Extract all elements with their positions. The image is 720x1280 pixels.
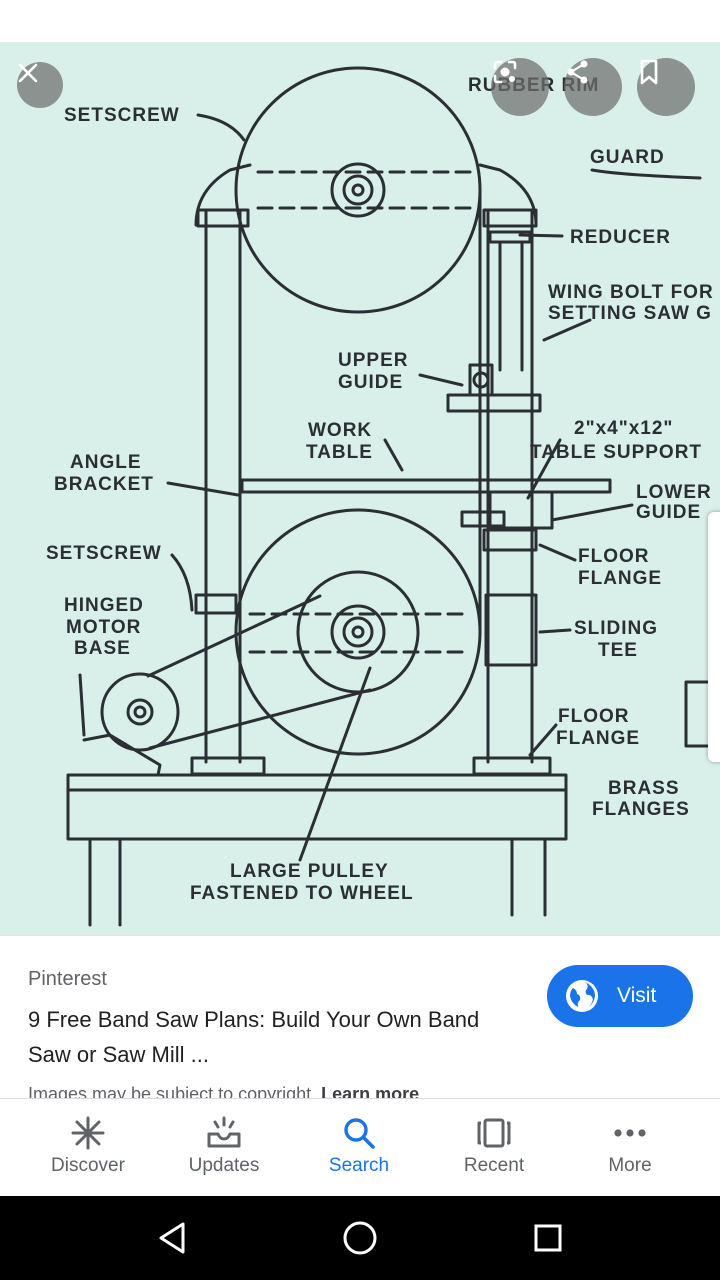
- image-preview[interactable]: SETSCREW RUBBER RIM GUARD REDUCER WING B…: [0, 42, 720, 935]
- result-title[interactable]: 9 Free Band Saw Plans: Build Your Own Ba…: [28, 1007, 480, 1067]
- close-icon: [18, 63, 38, 83]
- label-lower-guide-1: LOWER: [636, 482, 712, 503]
- label-floor-flange-top-2: FLANGE: [578, 568, 662, 589]
- home-circle-icon: [343, 1221, 377, 1255]
- nav-updates-label: Updates: [188, 1155, 260, 1176]
- label-upper-guide-1: UPPER: [338, 350, 408, 371]
- label-work-table-2: TABLE: [306, 442, 373, 463]
- next-image-peek[interactable]: [708, 512, 720, 762]
- overview-button[interactable]: [526, 1216, 570, 1260]
- label-wing-bolt-1: WING BOLT FOR: [548, 282, 714, 303]
- more-dots-icon: [614, 1129, 646, 1137]
- visit-label: Visit: [617, 984, 657, 1007]
- nav-recent[interactable]: Recent: [426, 1099, 562, 1197]
- lens-icon: [493, 60, 517, 84]
- close-button[interactable]: [17, 62, 63, 108]
- nav-search[interactable]: Search: [291, 1099, 427, 1197]
- label-floor-flange-bot-2: FLANGE: [556, 728, 640, 749]
- label-angle-bracket-1: ANGLE: [70, 452, 142, 473]
- search-icon: [344, 1118, 375, 1149]
- source-name: Pinterest: [28, 968, 107, 990]
- back-triangle-icon: [159, 1222, 185, 1254]
- work-table: [240, 478, 612, 494]
- back-button[interactable]: [150, 1216, 194, 1260]
- label-table-support-2: TABLE SUPPORT: [530, 442, 702, 463]
- motor-pulley: [100, 672, 180, 752]
- copyright-notice: Images may be subject to copyright. Lear…: [28, 1084, 419, 1098]
- updates-tray-icon: [207, 1116, 241, 1148]
- result-info-panel: Pinterest 9 Free Band Saw Plans: Build Y…: [0, 935, 720, 1098]
- label-pulley-1: LARGE PULLEY: [230, 861, 389, 882]
- bookmark-icon: [640, 59, 658, 85]
- label-wing-bolt-2: SETTING SAW G: [548, 303, 712, 324]
- band-saw-diagram: SETSCREW RUBBER RIM GUARD REDUCER WING B…: [46, 66, 718, 927]
- copyright-text: Images may be subject to copyright.: [28, 1084, 317, 1098]
- label-lower-guide-2: GUIDE: [636, 502, 701, 523]
- label-sliding-tee-2: TEE: [598, 640, 638, 661]
- nav-discover[interactable]: Discover: [20, 1099, 156, 1197]
- label-brass-2: FLANGES: [592, 799, 690, 820]
- asterisk-icon: [71, 1116, 105, 1150]
- label-table-support-1: 2"x4"x12": [574, 418, 673, 439]
- lower-wheel: [234, 508, 482, 756]
- visit-button[interactable]: Visit: [547, 965, 693, 1027]
- label-hinged-2: MOTOR: [66, 617, 141, 638]
- label-reducer: REDUCER: [570, 227, 671, 248]
- label-floor-flange-bot-1: FLOOR: [558, 706, 630, 727]
- label-hinged-3: BASE: [74, 638, 131, 659]
- overview-square-icon: [534, 1224, 562, 1252]
- nav-recent-label: Recent: [463, 1155, 525, 1176]
- nav-updates[interactable]: Updates: [156, 1099, 292, 1197]
- nav-discover-label: Discover: [51, 1155, 125, 1176]
- label-setscrew-top: SETSCREW: [64, 105, 180, 126]
- label-hinged-1: HINGED: [64, 595, 144, 616]
- save-button[interactable]: [637, 58, 695, 116]
- system-navigation-bar: [0, 1196, 720, 1280]
- home-button[interactable]: [338, 1216, 382, 1260]
- label-brass-1: BRASS: [608, 778, 680, 799]
- bottom-navigation: Discover Updates Search: [0, 1098, 720, 1196]
- share-icon: [567, 60, 588, 84]
- globe-icon: [566, 980, 598, 1012]
- label-sliding-tee-1: SLIDING: [574, 618, 658, 639]
- share-button[interactable]: [564, 58, 622, 116]
- label-work-table-1: WORK: [308, 420, 372, 441]
- label-pulley-2: FASTENED TO WHEEL: [190, 883, 414, 904]
- label-upper-guide-2: GUIDE: [338, 372, 403, 393]
- label-angle-bracket-2: BRACKET: [54, 474, 154, 495]
- nav-search-label: Search: [328, 1155, 390, 1176]
- base-table: [66, 773, 568, 841]
- lens-button[interactable]: [491, 58, 549, 116]
- nav-more[interactable]: More: [562, 1099, 698, 1197]
- label-guard: GUARD: [590, 147, 665, 168]
- label-setscrew-mid: SETSCREW: [46, 543, 162, 564]
- recent-cards-icon: [477, 1118, 511, 1148]
- label-floor-flange-top-1: FLOOR: [578, 546, 650, 567]
- upper-wheel: [234, 66, 482, 314]
- nav-more-label: More: [608, 1155, 652, 1176]
- learn-more-link[interactable]: Learn more: [321, 1084, 420, 1098]
